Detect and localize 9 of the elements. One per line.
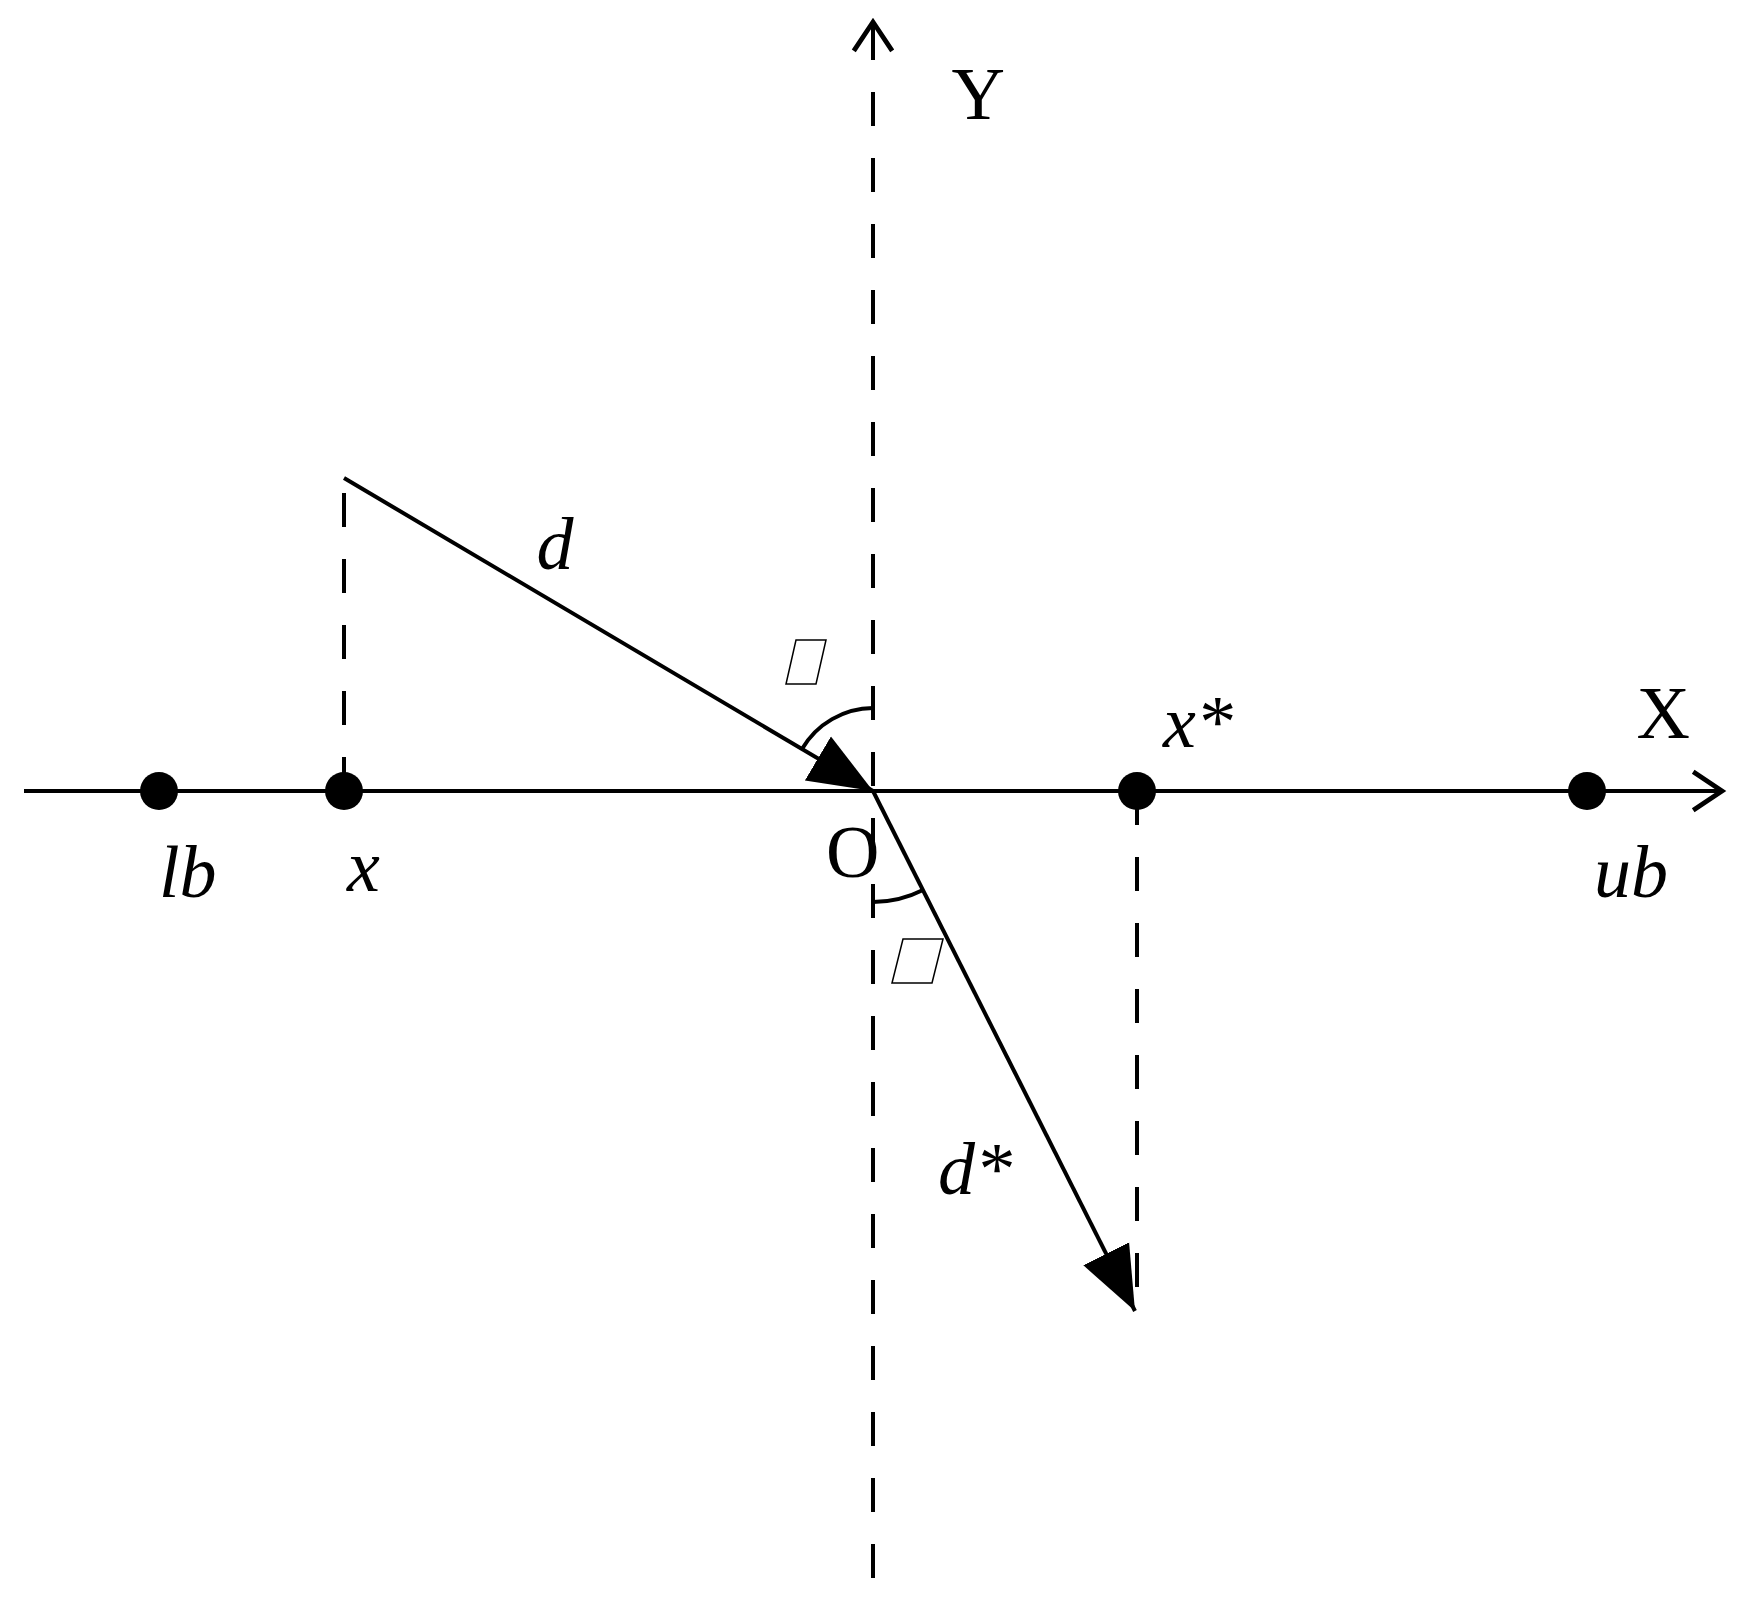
point-label: x <box>347 829 380 903</box>
point-label: x* <box>1163 685 1233 759</box>
axis-label: Y <box>951 57 1005 131</box>
vector-arrow <box>871 790 1137 1312</box>
axis-label: X <box>1636 676 1690 750</box>
point-label: ub <box>1594 835 1668 909</box>
edge-label: d <box>536 507 574 581</box>
edge-label: d* <box>938 1132 1012 1206</box>
point-label: lb <box>159 835 217 909</box>
